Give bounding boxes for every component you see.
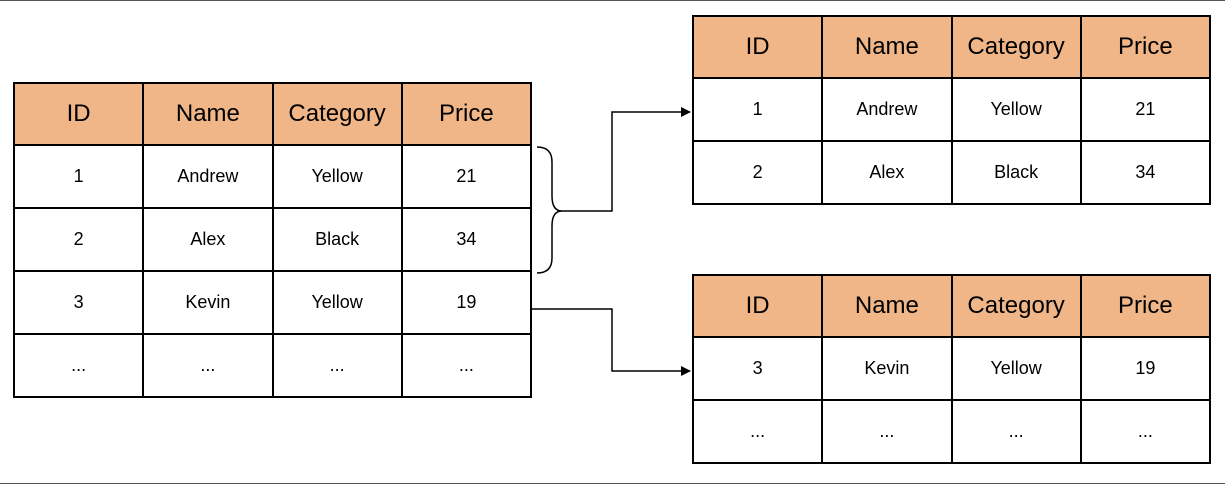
header-name: Name — [821, 274, 953, 338]
header-id: ID — [12, 82, 145, 146]
cell-id: 2 — [691, 140, 824, 205]
header-category: Category — [271, 82, 403, 146]
curly-brace — [536, 146, 563, 274]
cell-name: Alex — [821, 140, 953, 205]
cell-category: Yellow — [271, 270, 403, 335]
cell-price: 19 — [1079, 336, 1212, 401]
table-row: ... ... ... ... — [691, 399, 1212, 464]
arrow-to-bottom-table — [532, 308, 691, 376]
header-id: ID — [691, 15, 824, 79]
cell-category: ... — [950, 399, 1082, 464]
table-row: 3 Kevin Yellow 19 — [691, 336, 1212, 401]
cell-category: Black — [271, 207, 403, 272]
cell-price: 21 — [400, 144, 533, 209]
cell-name: Kevin — [821, 336, 953, 401]
cell-id: ... — [691, 399, 824, 464]
cell-category: ... — [271, 333, 403, 398]
cell-category: Yellow — [950, 336, 1082, 401]
target-table-bottom: ID Name Category Price 3 Kevin Yellow 19… — [691, 274, 1212, 464]
source-header-row: ID Name Category Price — [12, 82, 533, 146]
cell-id: ... — [12, 333, 145, 398]
cell-price: 34 — [400, 207, 533, 272]
table-row: 1 Andrew Yellow 21 — [12, 144, 533, 209]
header-price: Price — [400, 82, 533, 146]
cell-name: Andrew — [821, 77, 953, 142]
cell-category: Black — [950, 140, 1082, 205]
cell-category: Yellow — [950, 77, 1082, 142]
table-row: 2 Alex Black 34 — [691, 140, 1212, 205]
cell-name: ... — [142, 333, 274, 398]
table-row: 2 Alex Black 34 — [12, 207, 533, 272]
table-row: 1 Andrew Yellow 21 — [691, 77, 1212, 142]
frame-bottom-border — [0, 483, 1225, 484]
table-row: 3 Kevin Yellow 19 — [12, 270, 533, 335]
cell-price: 19 — [400, 270, 533, 335]
target-table-top: ID Name Category Price 1 Andrew Yellow 2… — [691, 15, 1212, 205]
cell-id: 2 — [12, 207, 145, 272]
arrow-to-top-table — [562, 107, 691, 212]
table-row: ... ... ... ... — [12, 333, 533, 398]
cell-category: Yellow — [271, 144, 403, 209]
cell-id: 3 — [12, 270, 145, 335]
cell-name: Alex — [142, 207, 274, 272]
cell-name: Kevin — [142, 270, 274, 335]
header-price: Price — [1079, 15, 1212, 79]
cell-price: 21 — [1079, 77, 1212, 142]
header-category: Category — [950, 15, 1082, 79]
cell-id: 1 — [691, 77, 824, 142]
cell-price: 34 — [1079, 140, 1212, 205]
cell-id: 1 — [12, 144, 145, 209]
cell-price: ... — [400, 333, 533, 398]
source-table: ID Name Category Price 1 Andrew Yellow 2… — [12, 82, 533, 398]
header-category: Category — [950, 274, 1082, 338]
header-id: ID — [691, 274, 824, 338]
header-name: Name — [142, 82, 274, 146]
target-top-header-row: ID Name Category Price — [691, 15, 1212, 79]
frame-top-border — [0, 0, 1225, 1]
cell-price: ... — [1079, 399, 1212, 464]
cell-name: Andrew — [142, 144, 274, 209]
cell-id: 3 — [691, 336, 824, 401]
header-name: Name — [821, 15, 953, 79]
cell-name: ... — [821, 399, 953, 464]
target-bottom-header-row: ID Name Category Price — [691, 274, 1212, 338]
header-price: Price — [1079, 274, 1212, 338]
